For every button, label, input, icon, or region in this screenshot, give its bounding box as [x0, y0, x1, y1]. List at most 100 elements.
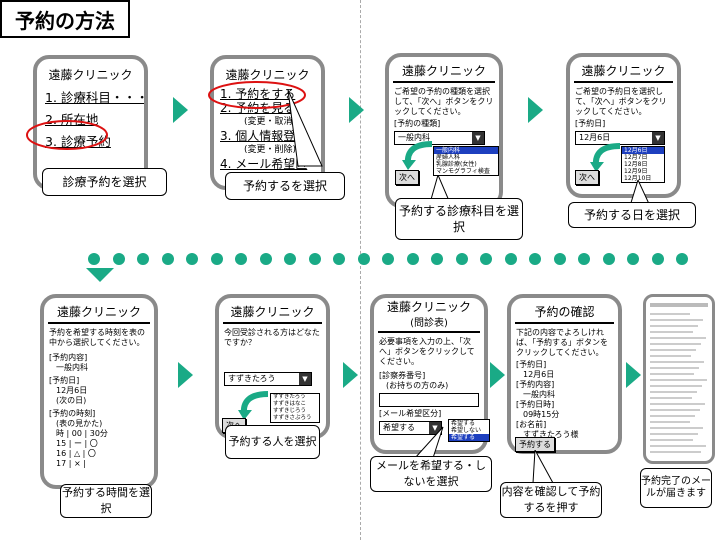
menu-sub: (変更・削除) — [244, 145, 297, 155]
clinic-name: 遠藤クリニック — [401, 64, 486, 78]
email-text-line — [650, 367, 699, 369]
option[interactable]: 産婦人科 — [436, 154, 461, 161]
next-button[interactable]: 次へ — [395, 170, 419, 185]
option[interactable]: 12月9日 — [624, 168, 648, 175]
option[interactable]: すずきさぶろう — [273, 415, 312, 421]
email-text-line — [650, 415, 695, 417]
time-table-row[interactable]: 16 | △ | 〇 — [56, 449, 96, 458]
option[interactable]: 12月8日 — [624, 161, 648, 168]
menu-item-make-reservation[interactable]: 1. 予約をする — [220, 87, 296, 101]
flow-arrow — [349, 97, 364, 123]
field-label: [メール希望区分] — [379, 409, 442, 418]
option[interactable]: 希望しない — [451, 427, 482, 434]
time-table-row: 時 | 00 | 30分 — [56, 429, 108, 438]
option[interactable]: すずきじろう — [273, 408, 307, 414]
screen-reserve-menu: 遠藤クリニック 1. 予約をする 2. 予約を見る (変更・取消) 3. 個人情… — [210, 55, 325, 190]
option[interactable]: 12月6日 — [622, 147, 664, 154]
email-text-line — [650, 451, 701, 453]
time-table-row[interactable]: 15 | ー | 〇 — [56, 439, 98, 448]
field-value: 一般内科 — [56, 363, 88, 372]
email-text-line — [650, 421, 690, 423]
callout-pointer — [413, 426, 444, 459]
flow-dot — [651, 253, 664, 265]
callout-step1: 診療予約を選択 — [42, 168, 167, 196]
callout-step3: 予約する診療科目を選択 — [395, 198, 523, 240]
field-label: [診察券番号] — [379, 371, 426, 380]
callout-step7: メールを希望する・しないを選択 — [370, 456, 492, 492]
email-text-line — [650, 403, 705, 405]
person-select[interactable]: すずきたろう▼ — [224, 372, 312, 386]
field-label: [予約日] — [516, 360, 547, 369]
flow-arrow — [178, 362, 193, 388]
field-value: 12月6日 — [56, 386, 88, 395]
field-label: [予約日時] — [516, 400, 555, 409]
callout-step5: 予約する時間を選択 — [60, 484, 152, 518]
menu-item-mail[interactable]: 4. メール希望区 — [220, 157, 308, 171]
field-label: [予約日] — [49, 376, 80, 385]
menu-item-profile[interactable]: 3. 個人情報登録 — [220, 129, 308, 143]
next-button[interactable]: 次へ — [575, 170, 599, 185]
flow-arrow — [626, 362, 641, 388]
field-label: [予約内容] — [49, 353, 88, 362]
flow-dot — [480, 253, 492, 265]
flow-dot — [186, 253, 198, 265]
option[interactable]: 12月7日 — [624, 154, 648, 161]
menu-item-departments[interactable]: 1. 診療科目・・・ — [45, 90, 148, 105]
flow-dot — [529, 253, 541, 265]
person-options[interactable]: すずきたろう すずきはなこ すずきじろう すずきさぶろう — [270, 393, 320, 423]
email-text-line — [650, 391, 697, 393]
field-label: [予約の種類] — [394, 119, 441, 128]
clinic-name: 遠藤クリニック — [581, 64, 666, 78]
option[interactable]: すずきはなこ — [273, 401, 307, 407]
clinic-name: 遠藤クリニック — [56, 305, 141, 319]
clinic-name: 遠藤クリニック — [230, 305, 315, 319]
callout-step4: 予約する日を選択 — [568, 202, 696, 228]
option[interactable]: 乳腺診療(女性) — [436, 161, 477, 168]
screen-confirmation: 予約の確認 下記の内容でよろしければ、「予約する」ボタンをクリックしてください。… — [507, 294, 622, 454]
option[interactable]: 希望する — [451, 420, 476, 427]
callout-step2: 予約するを選択 — [225, 172, 345, 200]
field-label: [予約の時刻] — [49, 409, 96, 418]
flow-dot — [137, 253, 149, 265]
email-text-line — [650, 349, 696, 351]
mail-select[interactable]: 希望する▼ — [379, 421, 442, 435]
screen-questionnaire: 遠藤クリニック (問診表) 必要事項を入力の上、「次へ」ボタンをクリックしてくだ… — [370, 294, 488, 454]
flow-dot — [602, 253, 615, 265]
flow-dot — [504, 253, 517, 265]
flow-dot — [333, 253, 345, 265]
option[interactable]: 一般内科 — [434, 147, 498, 154]
instruction-text: ご希望の予約日を選択して、「次へ」ボタンをクリックしてください。 — [575, 87, 667, 116]
department-options[interactable]: 一般内科 産婦人科 乳腺診療(女性) マンモグラフィ検査 — [433, 146, 499, 176]
flow-arrow — [528, 97, 543, 123]
flow-arrow — [343, 362, 358, 388]
screen-subtitle: (問診表) — [410, 318, 448, 329]
option[interactable]: すずきたろう — [273, 394, 306, 400]
email-text-line — [650, 385, 702, 387]
option[interactable]: 希望する — [449, 434, 489, 441]
flow-dot — [357, 253, 370, 265]
menu-sub: (変更・取消) — [244, 117, 297, 127]
mail-options[interactable]: 希望する 希望しない 希望する — [448, 419, 490, 442]
instruction-text: 下記の内容でよろしければ、「予約する」ボタンをクリックしてください。 — [516, 328, 608, 357]
card-number-input[interactable] — [379, 393, 479, 407]
date-select[interactable]: 12月6日▼ — [575, 131, 665, 145]
email-text-line — [650, 325, 698, 327]
department-select[interactable]: 一般内科▼ — [394, 131, 485, 145]
field-value: 12月6日 — [523, 370, 555, 379]
time-table-row[interactable]: 17 | × | — [56, 459, 86, 468]
email-text-line — [650, 313, 690, 315]
highlight-circle — [26, 120, 108, 150]
field-hint: (お持ちの方のみ) — [386, 381, 449, 390]
email-text-line — [650, 337, 706, 339]
flow-dot — [308, 253, 321, 265]
email-content — [650, 303, 708, 453]
flow-dot — [431, 253, 443, 265]
option[interactable]: マンモグラフィ検査 — [436, 168, 490, 175]
flow-dot — [382, 253, 394, 265]
flow-dot — [112, 253, 125, 265]
option[interactable]: 12月10日 — [624, 175, 652, 182]
flow-dot — [235, 253, 247, 265]
date-options[interactable]: 12月6日 12月7日 12月8日 12月9日 12月10日 — [621, 146, 665, 183]
instruction-text: ご希望の予約の種類を選択して、「次へ」ボタンをクリックしてください。 — [394, 87, 494, 116]
screen-email — [643, 294, 715, 464]
